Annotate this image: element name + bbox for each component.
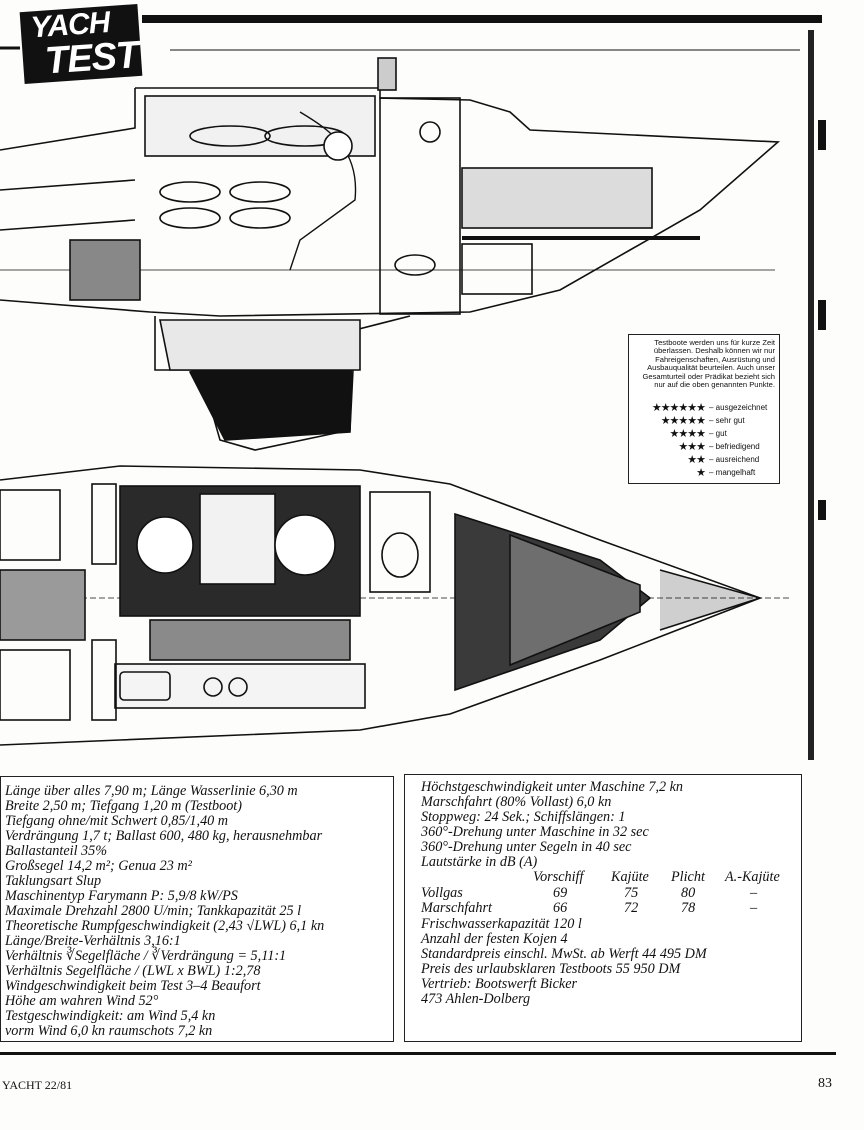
noise-header-plicht: Plicht: [671, 869, 705, 885]
spec-line: Taklungsart Slup: [5, 873, 102, 889]
rating-label: – ausreichend: [709, 454, 760, 464]
legend-row: ★★★★★ – sehr gut: [660, 414, 771, 427]
spec-line: Windgeschwindigkeit beim Test 3–4 Beaufo…: [5, 978, 261, 994]
spec-line: Standardpreis einschl. MwSt. ab Werft 44…: [421, 946, 707, 962]
spec-line: Anzahl der festen Kojen 4: [421, 931, 568, 947]
top-rule: [142, 15, 822, 23]
side-profile-drawing: [0, 46, 800, 451]
rating-label: – ausgezeichnet: [709, 402, 768, 412]
noise-value: –: [750, 900, 758, 916]
spec-line: Marschfahrt (80% Vollast) 6,0 kn: [421, 794, 612, 810]
spec-line: Frischwasserkapazität 120 l: [421, 916, 582, 932]
rating-stars: ★★★★★★: [651, 401, 706, 414]
spec-line: vorm Wind 6,0 kn raumschots 7,2 kn: [5, 1023, 213, 1039]
spec-line: Verhältnis ∛Segelfläche / ∛Verdrängung =…: [5, 948, 287, 964]
spec-line: Testgeschwindigkeit: am Wind 5,4 kn: [5, 1008, 216, 1024]
legend-note: Testboote werden uns für kurze Zeit über…: [642, 338, 775, 390]
rating-stars: ★: [696, 466, 706, 479]
margin-mark: [818, 500, 826, 520]
issue-label: YACHT 22/81: [2, 1078, 73, 1092]
spec-line: Verdrängung 1,7 t; Ballast 600, 480 kg, …: [5, 828, 323, 844]
specs-left-box: Länge über alles 7,90 m; Länge Wasserlin…: [0, 776, 394, 1042]
spec-line: Großsegel 14,2 m²; Genua 23 m²: [5, 858, 192, 874]
legend-row: ★★★ – befriedigend: [678, 440, 771, 453]
legend-row: ★ – mangelhaft: [696, 466, 771, 479]
noise-value: 78: [681, 900, 696, 916]
margin-mark: [818, 120, 826, 150]
noise-header-vorschiff: Vorschiff: [533, 869, 584, 885]
noise-row-label: Marschfahrt: [421, 900, 492, 916]
noise-header-a-kajuete: A.-Kajüte: [725, 869, 780, 885]
spec-line: Maximale Drehzahl 2800 U/min; Tankkapazi…: [5, 903, 302, 919]
right-rule: [808, 30, 814, 760]
spec-line: Ballastanteil 35%: [5, 843, 108, 859]
spec-line: 473 Ahlen-Dolberg: [421, 991, 531, 1007]
noise-value: –: [750, 885, 758, 901]
spec-line: Verhältnis Segelfläche / (LWL x BWL) 1:2…: [5, 963, 261, 979]
rating-label: – mangelhaft: [709, 467, 756, 477]
legend-row: ★★★★★★ – ausgezeichnet: [651, 401, 771, 414]
spec-line: Vertrieb: Bootswerft Bicker: [421, 976, 578, 992]
rating-label: – gut: [709, 428, 727, 438]
rating-stars: ★★★★: [669, 427, 706, 440]
noise-value: 69: [553, 885, 568, 901]
spec-line: Länge über alles 7,90 m; Länge Wasserlin…: [5, 783, 298, 799]
boat-drawings: [0, 46, 800, 746]
rating-stars: ★★★: [678, 440, 706, 453]
rating-stars: ★★★★★: [660, 414, 706, 427]
rating-legend: Testboote werden uns für kurze Zeit über…: [628, 334, 780, 484]
legend-row: ★★★★ – gut: [669, 427, 771, 440]
rating-label: – befriedigend: [709, 441, 760, 451]
spec-line: Tiefgang ohne/mit Schwert 0,85/1,40 m: [5, 813, 229, 829]
bottom-rule: [0, 1052, 836, 1055]
spec-line: Theoretische Rumpfgeschwindigkeit (2,43 …: [5, 918, 325, 934]
legend-row: ★★ – ausreichend: [687, 453, 771, 466]
noise-value: 75: [624, 885, 639, 901]
margin-mark: [818, 300, 826, 330]
spec-line: 360°-Drehung unter Segeln in 40 sec: [421, 839, 632, 855]
spec-line: Höhe am wahren Wind 52°: [5, 993, 159, 1009]
noise-value: 66: [553, 900, 568, 916]
spec-line: Breite 2,50 m; Tiefgang 1,20 m (Testboot…: [5, 798, 242, 814]
spec-line: Maschinentyp Farymann P: 5,9/8 kW/PS: [5, 888, 238, 904]
spec-line: Höchstgeschwindigkeit unter Maschine 7,2…: [421, 779, 684, 795]
spec-line: Preis des urlaubsklaren Testboots 55 950…: [421, 961, 681, 977]
spec-line: Länge/Breite-Verhältnis 3,16:1: [5, 933, 181, 949]
spec-line: 360°-Drehung unter Maschine in 32 sec: [421, 824, 649, 840]
noise-header-kajuete: Kajüte: [611, 869, 649, 885]
noise-row-label: Vollgas: [421, 885, 463, 901]
specs-right-box: Höchstgeschwindigkeit unter Maschine 7,2…: [404, 774, 802, 1042]
noise-value: 72: [624, 900, 639, 916]
noise-value: 80: [681, 885, 696, 901]
spec-line: Lautstärke in dB (A): [421, 854, 538, 870]
rating-label: – sehr gut: [709, 415, 745, 425]
spec-line: Stoppweg: 24 Sek.; Schiffslängen: 1: [421, 809, 626, 825]
deck-plan-drawing: [0, 465, 790, 746]
page-number: 83: [818, 1076, 832, 1091]
rating-stars: ★★: [687, 453, 706, 466]
